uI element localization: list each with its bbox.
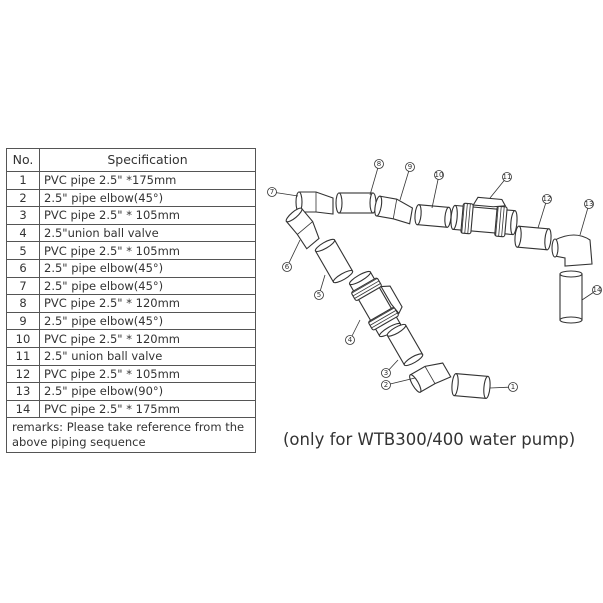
elbow-2 — [409, 362, 452, 393]
valve-4 — [348, 270, 403, 338]
part-label-12: 12 — [543, 195, 552, 203]
part-label-1: 1 — [511, 383, 515, 391]
part-label-circle — [381, 368, 391, 378]
row-number: 13 — [6, 382, 40, 401]
part-label-14: 14 — [593, 286, 602, 294]
part-label-circle — [405, 162, 415, 172]
part-label-circle — [434, 170, 444, 180]
part-label-circle — [508, 382, 518, 392]
part-label-circle — [267, 187, 277, 197]
pipe-1 — [451, 373, 491, 399]
part-label-circle — [592, 285, 602, 295]
part-label-circle — [502, 172, 512, 182]
pipe-8 — [335, 192, 377, 214]
part-label-circle — [374, 159, 384, 169]
part-label-3: 3 — [384, 369, 388, 377]
part-label-9: 9 — [408, 163, 412, 171]
pipe-3 — [386, 323, 424, 367]
part-label-circle — [584, 199, 594, 209]
row-specification: PVC pipe 2.5" * 120mm — [39, 329, 256, 348]
part-label-10: 10 — [435, 171, 444, 179]
caption: (only for WTB300/400 water pump) — [283, 430, 576, 449]
part-label-circle — [542, 194, 552, 204]
part-label-5: 5 — [317, 291, 321, 299]
part-label-7: 7 — [270, 188, 274, 196]
pipe-10 — [414, 204, 452, 228]
elbow-13 — [554, 234, 593, 267]
part-label-6: 6 — [285, 263, 290, 271]
header-specification: Specification — [39, 148, 256, 172]
elbow-9 — [374, 195, 414, 225]
part-label-circle — [282, 262, 292, 272]
part-label-8: 8 — [377, 160, 381, 168]
remarks-row: remarks: Please take reference from the … — [6, 417, 256, 454]
part-label-circle — [381, 380, 391, 390]
table-header-row: No. Specification — [6, 148, 256, 172]
header-no: No. — [6, 148, 40, 172]
elbow-6 — [285, 207, 320, 250]
part-label-13: 13 — [585, 200, 594, 208]
row-specification: 2.5" union ball valve — [39, 346, 256, 366]
row-number: 11 — [6, 346, 40, 366]
row-specification: 2.5" pipe elbow(45°) — [39, 311, 256, 331]
valve-11 — [450, 196, 518, 238]
row-number: 14 — [6, 399, 40, 419]
part-label-circle — [314, 290, 324, 300]
pipe-5 — [314, 238, 354, 284]
part-label-circle — [345, 335, 355, 345]
pipe-12 — [514, 225, 552, 251]
remarks-text: remarks: Please take reference from the … — [6, 417, 256, 454]
pipe-14 — [559, 270, 583, 324]
part-label-11: 11 — [503, 173, 512, 181]
part-label-2: 2 — [384, 381, 388, 389]
part-label-4: 4 — [348, 336, 353, 344]
